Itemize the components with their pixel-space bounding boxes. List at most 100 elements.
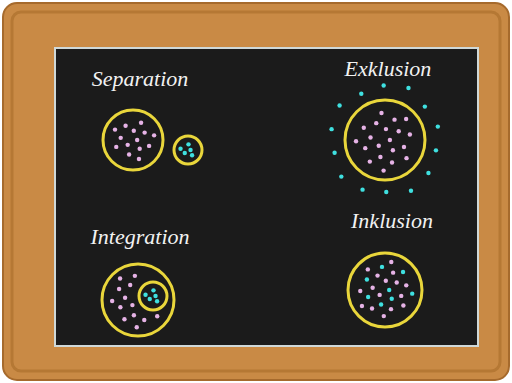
pink-dot xyxy=(401,303,405,307)
pink-dot xyxy=(362,126,366,130)
pink-dot xyxy=(377,293,381,297)
frame-grain xyxy=(12,12,500,371)
cyan-dot xyxy=(379,302,383,306)
cyan-dot xyxy=(390,297,394,301)
chalk-heading: Inklusion xyxy=(351,208,433,234)
cyan-dot xyxy=(387,288,391,292)
pink-dot xyxy=(123,124,127,128)
cyan-dot xyxy=(337,103,341,107)
pink-dot xyxy=(384,127,388,131)
blackboard xyxy=(55,48,478,346)
cyan-dot xyxy=(380,265,384,269)
pink-dot xyxy=(142,318,146,322)
pink-dot xyxy=(381,168,385,172)
pink-dot xyxy=(370,286,374,290)
pink-dot xyxy=(132,129,136,133)
pink-dot xyxy=(135,138,139,142)
pink-dot xyxy=(128,283,132,287)
pink-dot xyxy=(113,127,117,131)
cyan-dot xyxy=(155,299,159,303)
cyan-dot xyxy=(151,288,155,292)
pink-dot xyxy=(389,260,393,264)
pink-dot xyxy=(382,314,386,318)
cyan-dot xyxy=(360,187,364,191)
cyan-dot xyxy=(339,174,343,178)
cyan-dot xyxy=(153,294,157,298)
pink-dot xyxy=(390,160,394,164)
chalk-heading: Separation xyxy=(92,66,189,92)
cyan-dot xyxy=(401,270,405,274)
pink-dot xyxy=(391,148,395,152)
pink-dot xyxy=(125,143,129,147)
cyan-dot xyxy=(434,148,438,152)
pink-dot xyxy=(374,121,378,125)
pink-dot xyxy=(152,133,156,137)
pink-dot xyxy=(142,130,146,134)
pink-dot xyxy=(114,145,118,149)
pink-dot xyxy=(377,144,381,148)
pink-dot xyxy=(132,313,136,317)
cyan-dot xyxy=(409,189,413,193)
cyan-dot xyxy=(366,295,370,299)
cyan-dot xyxy=(359,92,363,96)
cyan-dot xyxy=(423,104,427,108)
pink-dot xyxy=(358,289,362,293)
pink-dot xyxy=(135,325,139,329)
pink-dot xyxy=(404,283,408,287)
pink-dot xyxy=(370,306,374,310)
cyan-dot xyxy=(381,83,385,87)
cyan-dot xyxy=(143,292,147,296)
wood-frame xyxy=(3,3,509,380)
pink-dot xyxy=(404,156,408,160)
pink-dot xyxy=(119,136,123,140)
pink-dot xyxy=(118,305,122,309)
pink-dot xyxy=(388,138,392,142)
pink-dot xyxy=(375,273,379,277)
cyan-dot xyxy=(406,86,410,90)
pink-dot xyxy=(147,144,151,148)
pink-dot xyxy=(399,294,403,298)
cyan-dot xyxy=(332,151,336,155)
pink-dot xyxy=(130,303,134,307)
pink-dot xyxy=(363,146,367,150)
cyan-dot xyxy=(436,124,440,128)
pink-dot xyxy=(378,155,382,159)
pink-dot xyxy=(137,157,141,161)
cyan-dot xyxy=(410,291,414,295)
minority-circle xyxy=(174,136,202,164)
pink-dot xyxy=(384,278,388,282)
cyan-dot xyxy=(183,151,187,155)
cyan-dot xyxy=(148,297,152,301)
chalk-heading: Integration xyxy=(91,224,190,250)
pink-dot xyxy=(123,296,127,300)
pink-dot xyxy=(397,129,401,133)
cyan-dot xyxy=(186,142,190,146)
cyan-dot xyxy=(426,171,430,175)
pink-dot xyxy=(117,287,121,291)
cyan-dot xyxy=(365,277,369,281)
pink-dot xyxy=(368,135,372,139)
group-circle xyxy=(345,100,425,180)
pink-dot xyxy=(127,152,131,156)
group-circle xyxy=(348,253,422,327)
cyan-dot xyxy=(384,190,388,194)
pink-dot xyxy=(360,304,364,308)
pink-dot xyxy=(354,139,358,143)
pink-dot xyxy=(368,159,372,163)
pink-dot xyxy=(408,132,412,136)
pink-dot xyxy=(133,274,137,278)
pink-dot xyxy=(110,299,114,303)
group-circle xyxy=(102,264,174,336)
pink-dot xyxy=(402,145,406,149)
pink-dot xyxy=(389,307,393,311)
pink-dot xyxy=(118,276,122,280)
pink-dot xyxy=(395,280,399,284)
cyan-dot xyxy=(329,127,333,131)
chalk-heading: Exklusion xyxy=(345,56,432,82)
pink-dot xyxy=(122,317,126,321)
cyan-dot xyxy=(178,146,182,150)
pink-dot xyxy=(404,117,408,121)
pink-dot xyxy=(379,111,383,115)
